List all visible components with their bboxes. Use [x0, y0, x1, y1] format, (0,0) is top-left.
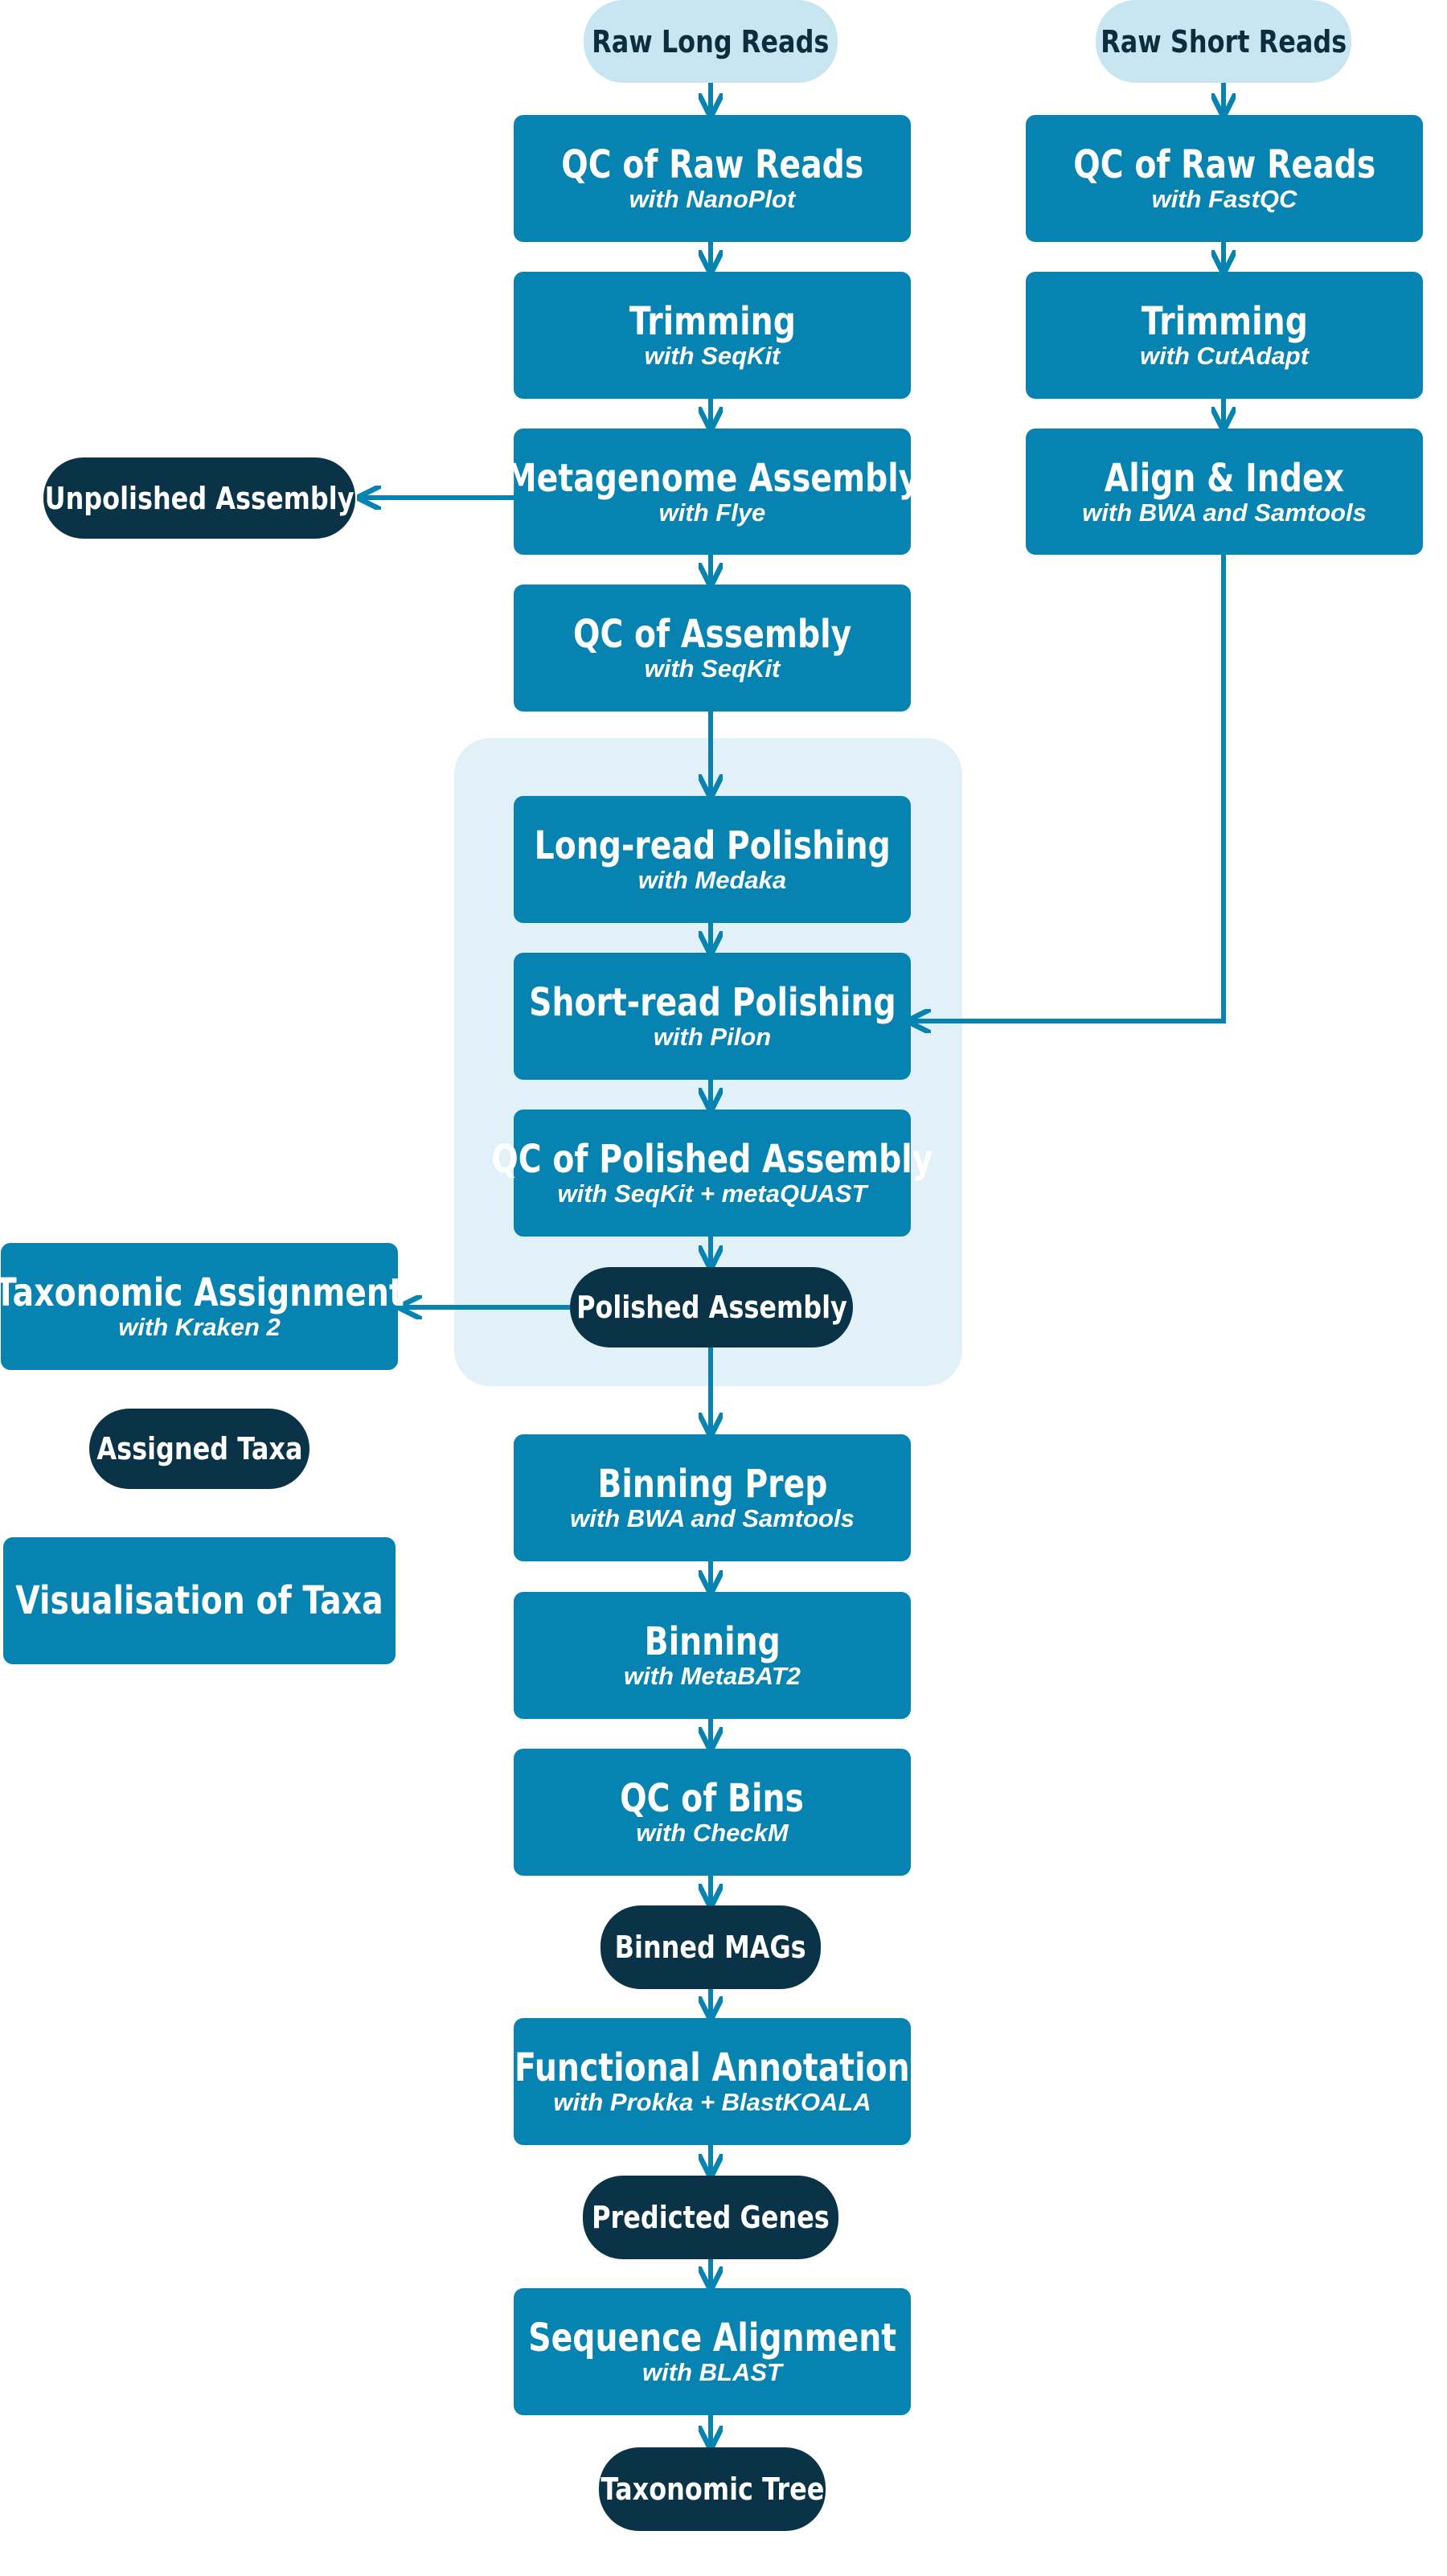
taxonomic-tree-output: Taxonomic Tree	[599, 2447, 826, 2531]
step-tool: with Medaka	[637, 866, 787, 894]
step-tool: with NanoPlot	[629, 185, 796, 213]
visualisation-of-taxa-step: Visualisation of Taxa	[3, 1537, 396, 1664]
long-qc-raw-step: QC of Raw Reads with NanoPlot	[514, 115, 911, 242]
long-trimming-step: Trimming with SeqKit	[514, 272, 911, 399]
step-tool: with CutAdapt	[1139, 342, 1310, 370]
step-tool: with SeqKit	[644, 654, 781, 683]
functional-annotation-step: Functional Annotation with Prokka + Blas…	[514, 2018, 911, 2145]
step-title: Long-read Polishing	[534, 823, 891, 868]
step-tool: with FastQC	[1151, 185, 1297, 213]
short-read-polishing-step: Short-read Polishing with Pilon	[514, 953, 911, 1080]
predicted-genes-output: Predicted Genes	[583, 2176, 838, 2259]
qc-of-bins-step: QC of Bins with CheckM	[514, 1749, 911, 1876]
raw-long-reads-input: Raw Long Reads	[584, 0, 838, 83]
binning-prep-step: Binning Prep with BWA and Samtools	[514, 1434, 911, 1561]
step-title: Trimming	[1141, 299, 1308, 344]
step-title: Taxonomic Assignment	[0, 1270, 404, 1315]
step-title: Align & Index	[1104, 455, 1345, 501]
step-tool: with BWA and Samtools	[1082, 498, 1367, 527]
step-tool: with Prokka + BlastKOALA	[553, 2088, 871, 2116]
step-title: Binning	[644, 1619, 781, 1664]
step-tool: with BLAST	[642, 2358, 782, 2386]
step-tool: with SeqKit + metaQUAST	[557, 1179, 867, 1208]
step-title: QC of Bins	[620, 1776, 805, 1821]
step-title: QC of Assembly	[572, 612, 852, 657]
unpolished-assembly-output: Unpolished Assembly	[43, 457, 355, 539]
step-title: Visualisation of Taxa	[15, 1578, 383, 1623]
binned-mags-output: Binned MAGs	[601, 1905, 821, 1989]
polished-assembly-output: Polished Assembly	[570, 1267, 853, 1347]
predicted-genes-label: Predicted Genes	[592, 2200, 830, 2235]
assigned-taxa-output: Assigned Taxa	[89, 1409, 309, 1489]
step-title: Binning Prep	[596, 1462, 828, 1507]
unpolished-assembly-label: Unpolished Assembly	[44, 480, 355, 516]
step-tool: with SeqKit	[644, 342, 781, 370]
step-title: Trimming	[629, 299, 796, 344]
qc-polished-assembly-step: QC of Polished Assembly with SeqKit + me…	[491, 1110, 933, 1237]
taxonomic-assignment-step: Taxonomic Assignment with Kraken 2	[0, 1243, 404, 1370]
short-qc-raw-step: QC of Raw Reads with FastQC	[1026, 115, 1423, 242]
qc-assembly-step: QC of Assembly with SeqKit	[514, 585, 911, 712]
step-title: QC of Raw Reads	[1072, 142, 1376, 187]
step-tool: with MetaBAT2	[624, 1662, 801, 1690]
step-tool: with CheckM	[636, 1819, 789, 1847]
step-title: Functional Annotation	[514, 2045, 910, 2090]
binning-step: Binning with MetaBAT2	[514, 1592, 911, 1719]
step-title: Sequence Alignment	[528, 2316, 896, 2361]
assigned-taxa-label: Assigned Taxa	[96, 1431, 303, 1466]
step-title: QC of Polished Assembly	[491, 1137, 933, 1182]
metagenome-assembly-step: Metagenome Assembly with Flye	[506, 429, 919, 555]
taxonomic-tree-label: Taxonomic Tree	[601, 2471, 824, 2507]
step-tool: with Pilon	[653, 1023, 772, 1051]
raw-short-reads-label: Raw Short Reads	[1100, 23, 1347, 59]
polished-assembly-label: Polished Assembly	[576, 1290, 847, 1325]
step-title: QC of Raw Reads	[560, 142, 864, 187]
step-tool: with BWA and Samtools	[570, 1504, 855, 1532]
binned-mags-label: Binned MAGs	[614, 1930, 807, 1965]
raw-long-reads-label: Raw Long Reads	[592, 23, 830, 59]
step-tool: with Kraken 2	[118, 1313, 281, 1341]
raw-short-reads-input: Raw Short Reads	[1096, 0, 1351, 83]
long-read-polishing-step: Long-read Polishing with Medaka	[514, 796, 911, 923]
step-title: Metagenome Assembly	[505, 455, 920, 501]
arrow-align-to-short-polish	[909, 555, 1226, 1021]
sequence-alignment-step: Sequence Alignment with BLAST	[514, 2288, 911, 2415]
step-tool: with Flye	[658, 498, 766, 527]
step-title: Short-read Polishing	[528, 980, 896, 1025]
align-index-step: Align & Index with BWA and Samtools	[1026, 429, 1423, 555]
short-trimming-step: Trimming with CutAdapt	[1026, 272, 1423, 399]
